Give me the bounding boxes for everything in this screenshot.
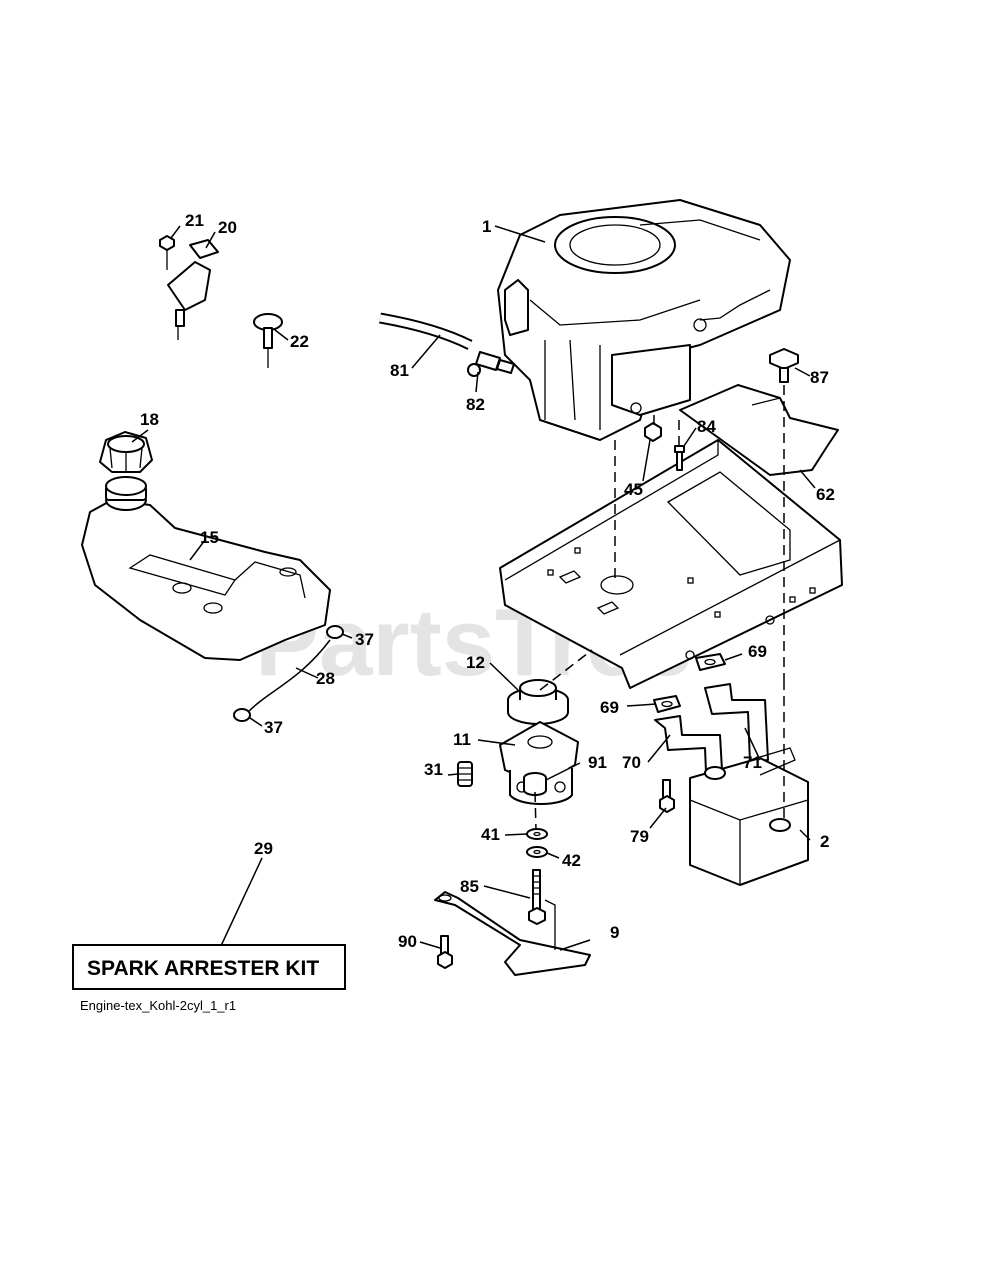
callout-71: 71 — [743, 753, 762, 772]
assembly-lines — [534, 385, 785, 831]
callout-79: 79 — [630, 827, 649, 846]
callout-15: 15 — [200, 528, 219, 547]
bolt-84 — [674, 445, 685, 471]
callout-91: 91 — [588, 753, 607, 772]
callout-18: 18 — [140, 410, 159, 429]
callout-2: 2 — [820, 832, 829, 851]
leader-lines — [131, 225, 816, 951]
knob-22 — [253, 313, 283, 368]
callout-22: 22 — [290, 332, 309, 351]
pulley-12 — [507, 679, 569, 725]
callout-84: 84 — [697, 417, 716, 436]
gasket-69-left — [653, 695, 681, 713]
bolt-85 — [528, 869, 546, 925]
spacer-91 — [523, 772, 547, 796]
clamp-37-top — [326, 625, 344, 639]
callout-20: 20 — [218, 218, 237, 237]
callout-37-top: 37 — [355, 630, 374, 649]
callout-12: 12 — [466, 653, 485, 672]
callout-70: 70 — [622, 753, 641, 772]
callout-90: 90 — [398, 932, 417, 951]
callout-9: 9 — [610, 923, 619, 942]
spark-arrester-kit-label: SPARK ARRESTER KIT — [87, 957, 319, 980]
callout-45: 45 — [624, 480, 643, 499]
callout-42: 42 — [562, 851, 581, 870]
bolt-79 — [659, 779, 675, 813]
control-20 — [167, 239, 219, 340]
callout-28: 28 — [316, 669, 335, 688]
callout-21: 21 — [185, 211, 204, 230]
callout-numbers: 1 2 9 11 12 15 18 20 21 22 28 29 31 37 3… — [140, 211, 835, 951]
muffler-2 — [689, 747, 809, 886]
washer-42 — [526, 846, 548, 858]
bolt-21 — [159, 235, 175, 270]
fuel-line-28 — [247, 639, 331, 713]
washer-41 — [526, 828, 548, 840]
bracket-9 — [434, 891, 591, 976]
callout-29: 29 — [254, 839, 273, 858]
callout-82: 82 — [466, 395, 485, 414]
gasket-69-right — [695, 653, 726, 671]
callout-37-bottom: 37 — [264, 718, 283, 737]
callout-41: 41 — [481, 825, 500, 844]
bolt-87 — [769, 348, 799, 383]
callout-81: 81 — [390, 361, 409, 380]
callout-11: 11 — [453, 730, 471, 749]
spring-31 — [457, 761, 473, 787]
fuel-line-81 — [379, 312, 473, 350]
engine — [497, 199, 791, 441]
chassis-frame — [499, 439, 843, 689]
callout-85: 85 — [460, 877, 479, 896]
drawing-reference: Engine-tex_Kohl-2cyl_1_r1 — [80, 998, 236, 1013]
clamp-37-bottom — [233, 708, 251, 722]
callout-69-left: 69 — [600, 698, 619, 717]
fitting-82 — [467, 351, 515, 377]
callout-62: 62 — [816, 485, 835, 504]
callout-87: 87 — [810, 368, 829, 387]
callout-1: 1 — [482, 217, 491, 236]
spark-arrester-kit-box: SPARK ARRESTER KIT — [72, 944, 346, 990]
callout-69-right: 69 — [748, 642, 767, 661]
bolt-90 — [437, 935, 453, 969]
callout-31: 31 — [424, 760, 443, 779]
nut-45 — [644, 422, 662, 442]
exhaust-pipe-70 — [654, 715, 723, 773]
fuel-cap-18 — [99, 431, 153, 473]
fuel-tank-15 — [81, 476, 331, 661]
